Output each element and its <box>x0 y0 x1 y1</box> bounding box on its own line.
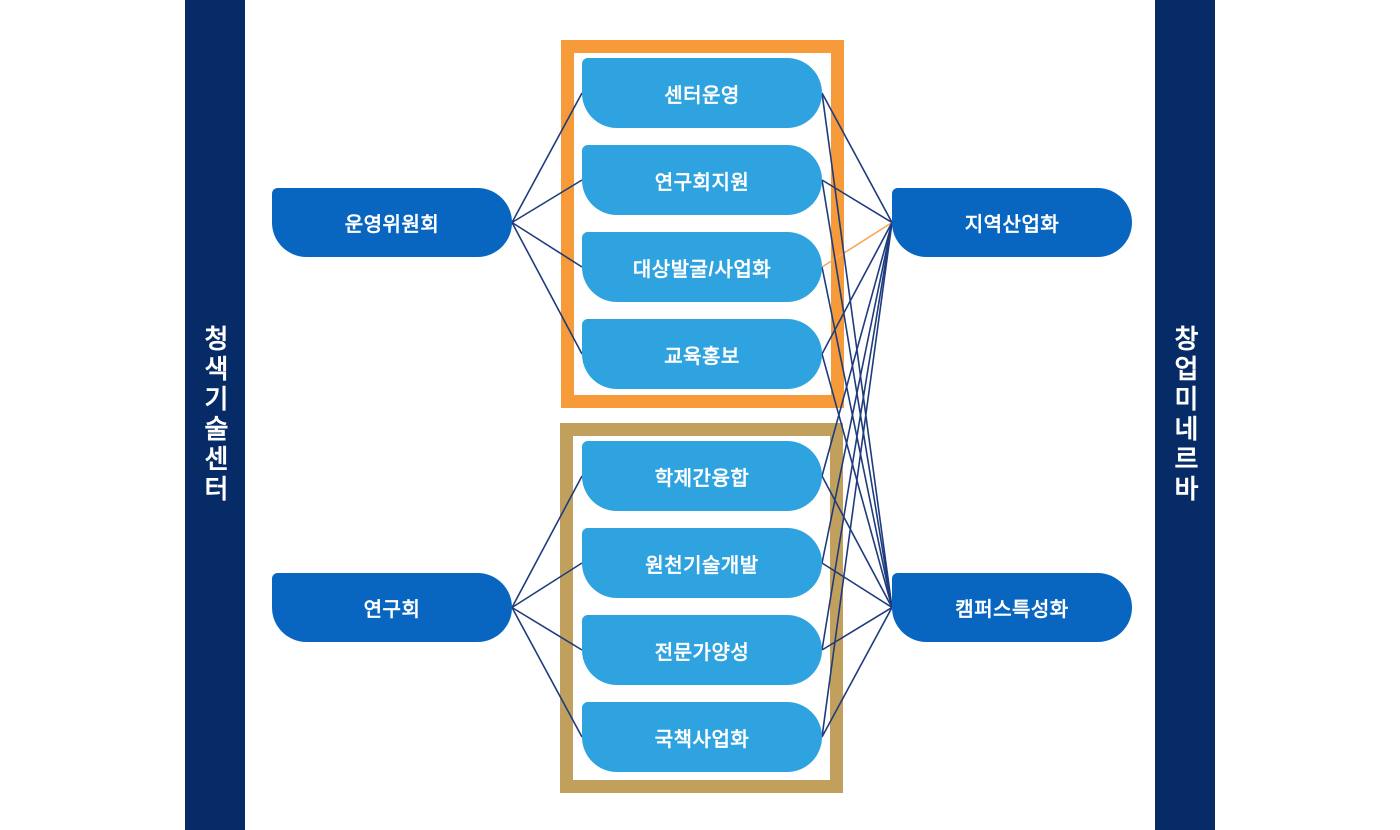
left-sidebar: 청색기술센터 <box>185 0 245 830</box>
node-research-society: 연구회 <box>272 573 512 642</box>
node-national-project-commercialization: 국책사업화 <box>582 702 822 772</box>
node-education-promotion: 교육홍보 <box>582 319 822 389</box>
node-regional-industrialization: 지역산업화 <box>892 188 1132 257</box>
node-expert-training: 전문가양성 <box>582 615 822 685</box>
node-operating-committee: 운영위원회 <box>272 188 512 257</box>
right-sidebar: 창업미네르바 <box>1155 0 1215 830</box>
node-interdisciplinary-convergence: 학제간융합 <box>582 441 822 511</box>
node-target-discovery-commercialization: 대상발굴/사업화 <box>582 232 822 302</box>
left-sidebar-label: 청색기술센터 <box>200 325 230 505</box>
node-research-society-support: 연구회지원 <box>582 145 822 215</box>
node-fundamental-technology-development: 원천기술개발 <box>582 528 822 598</box>
right-sidebar-label: 창업미네르바 <box>1170 325 1200 505</box>
node-center-operation: 센터운영 <box>582 58 822 128</box>
node-campus-specialization: 캠퍼스특성화 <box>892 573 1132 642</box>
